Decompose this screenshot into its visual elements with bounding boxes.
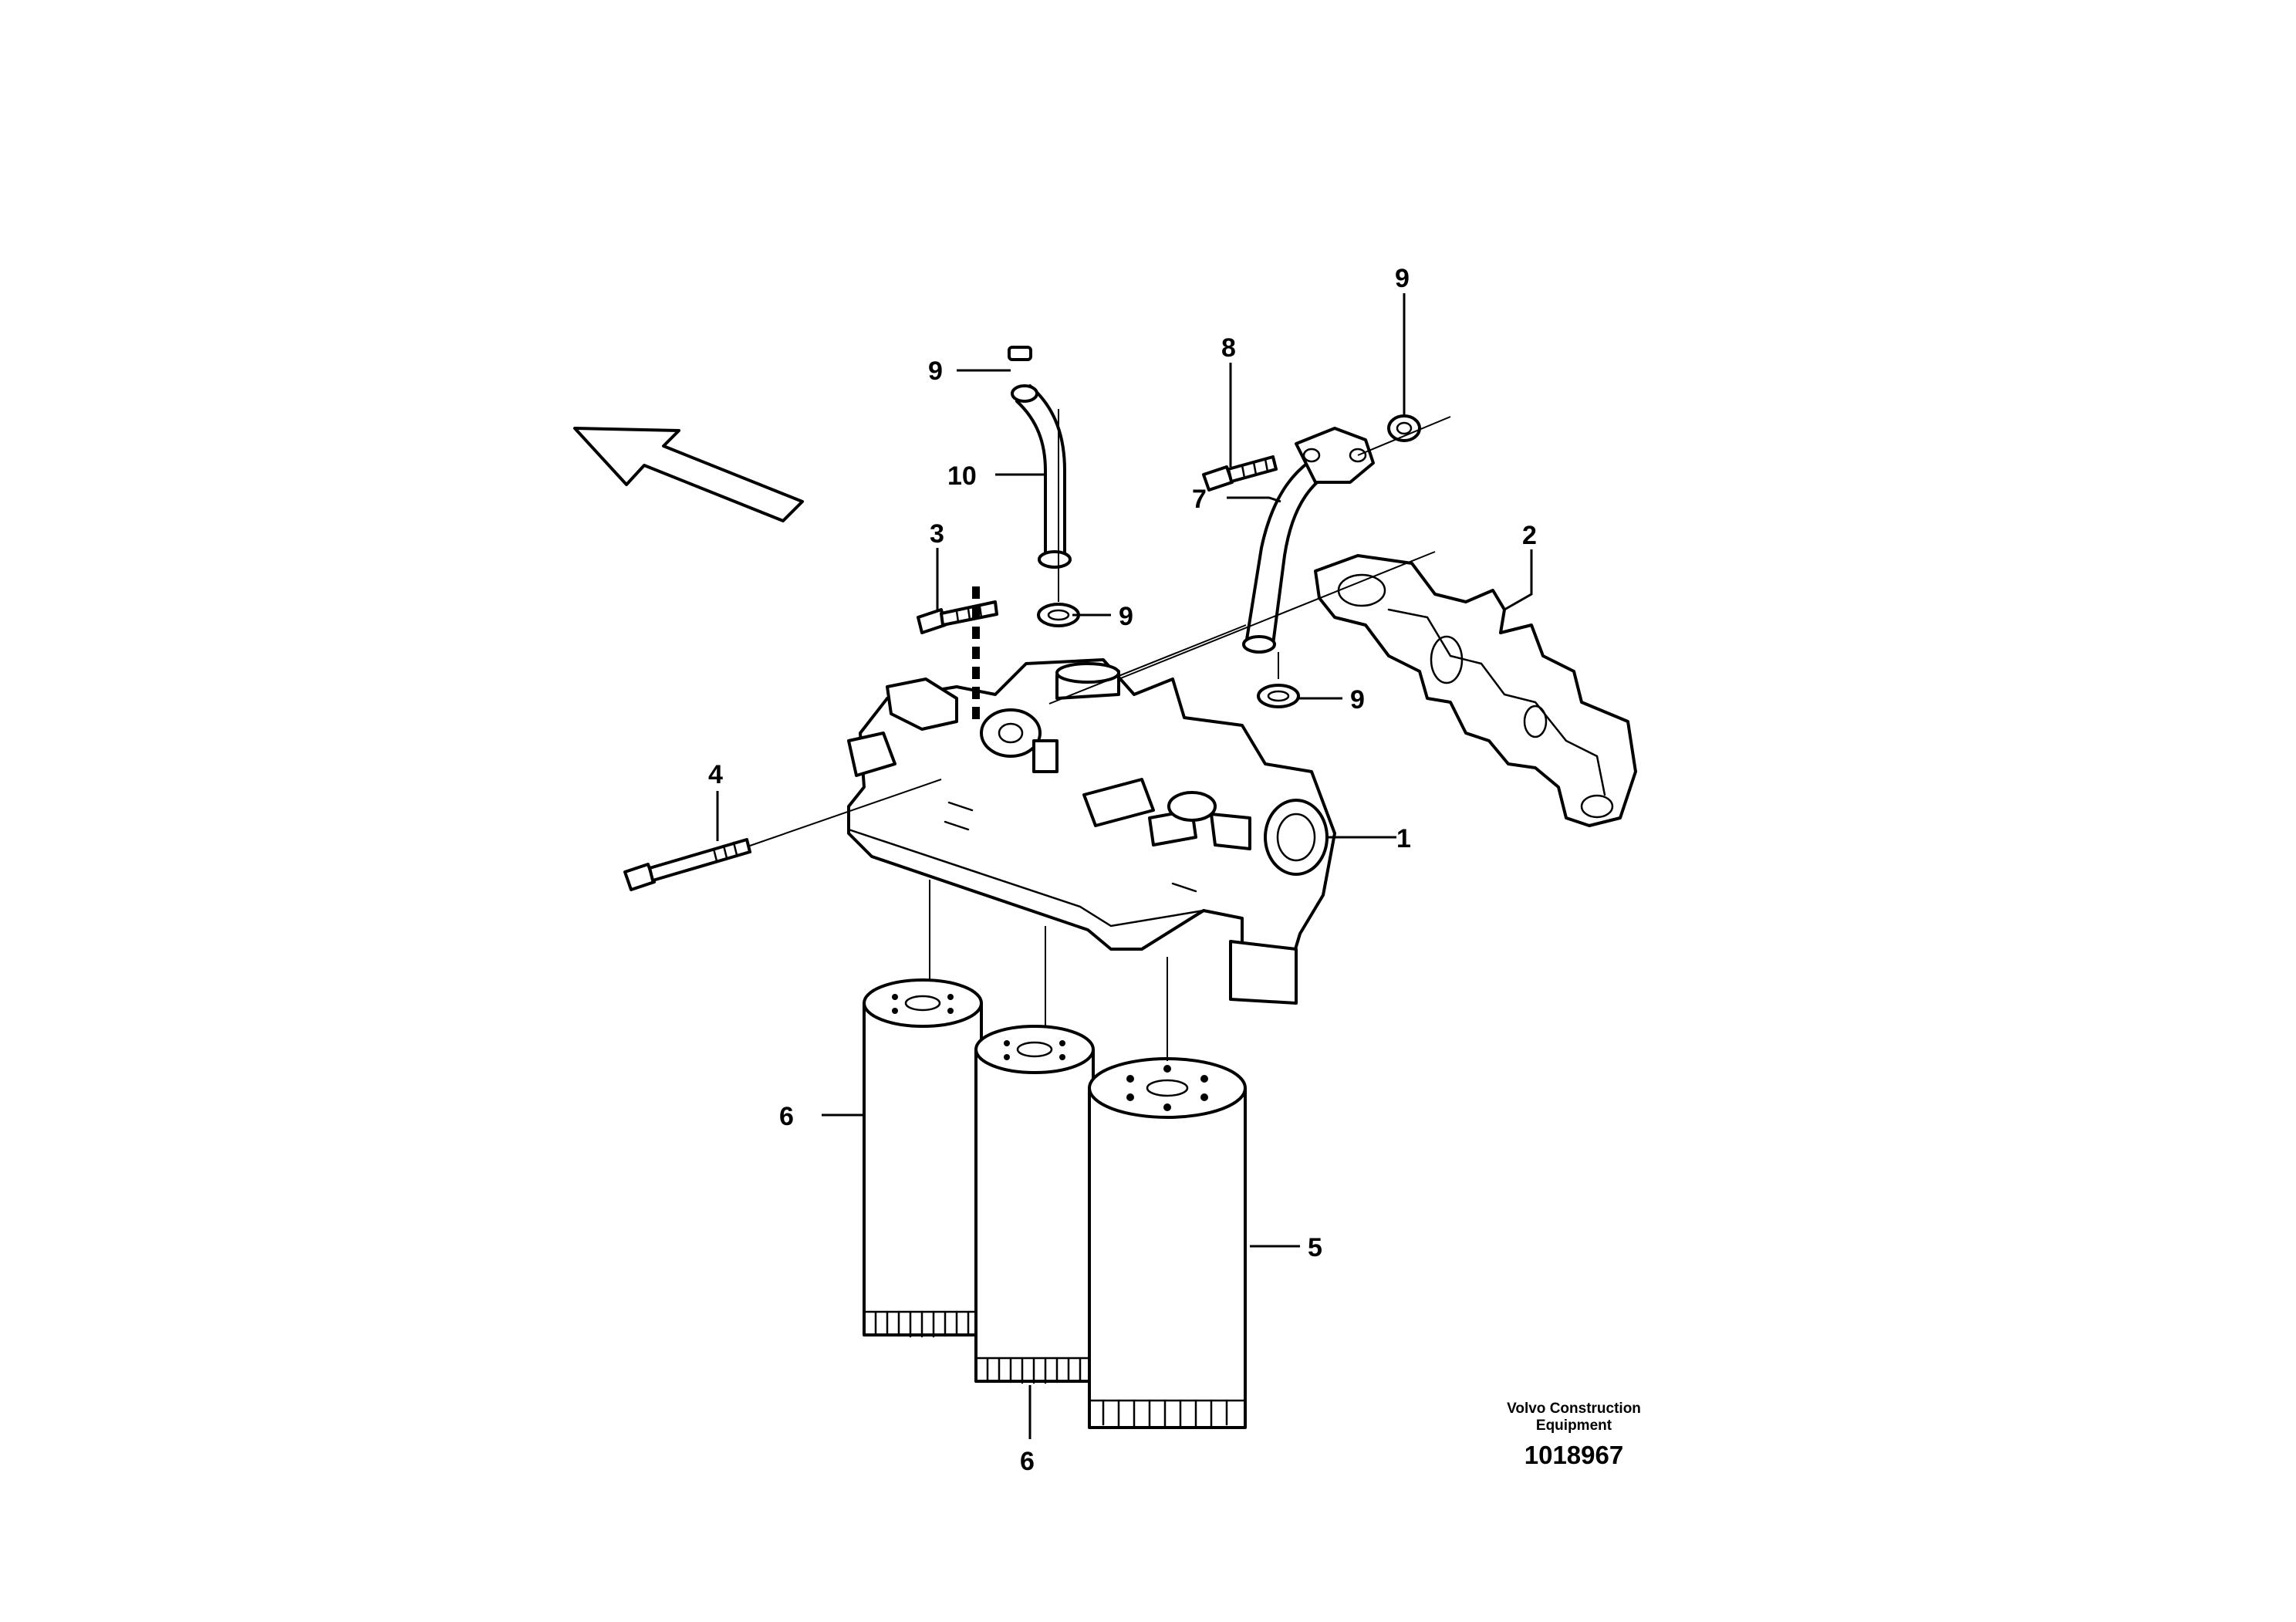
oil-filter-front <box>1088 1057 1247 1429</box>
screw-long <box>623 838 751 891</box>
label-gasket: 2 <box>1522 521 1537 550</box>
seal-ring-mid-left <box>1037 603 1080 627</box>
label-seal-top-left: 9 <box>928 357 943 386</box>
seal-ring-top-left <box>1008 346 1032 361</box>
screw-small <box>917 600 998 634</box>
oil-filter-left <box>863 978 983 1338</box>
label-seal-top-right: 9 <box>1395 264 1410 293</box>
label-pipe-left: 10 <box>947 461 977 491</box>
seal-ring-top-right <box>1387 414 1421 442</box>
oil-pipe-left <box>1011 384 1072 569</box>
label-seal-mid-right: 9 <box>1350 685 1365 715</box>
oil-pipe-right <box>1242 427 1375 654</box>
oil-filter-middle <box>974 1025 1095 1384</box>
seal-ring-mid-right <box>1257 684 1300 708</box>
label-screw-small: 3 <box>930 519 944 549</box>
publisher-block: Volvo Construction Equipment 1018967 <box>1450 1401 1697 1470</box>
label-filter-middle: 6 <box>1020 1447 1035 1476</box>
label-seal-mid-left: 9 <box>1119 602 1133 631</box>
label-filter-left: 6 <box>779 1102 794 1131</box>
filter-housing <box>847 658 1336 1005</box>
label-pipe-right: 7 <box>1192 485 1207 514</box>
direction-arrow <box>573 427 804 522</box>
label-filter-front: 5 <box>1308 1233 1322 1262</box>
publisher-name: Volvo Construction Equipment <box>1507 1401 1641 1434</box>
label-screw-flange: 8 <box>1221 333 1236 363</box>
screw-flange <box>1202 455 1278 492</box>
label-screw-long: 4 <box>708 760 723 789</box>
drawing-number: 1018967 <box>1524 1441 1624 1469</box>
label-housing: 1 <box>1396 824 1411 853</box>
gasket <box>1314 554 1637 827</box>
